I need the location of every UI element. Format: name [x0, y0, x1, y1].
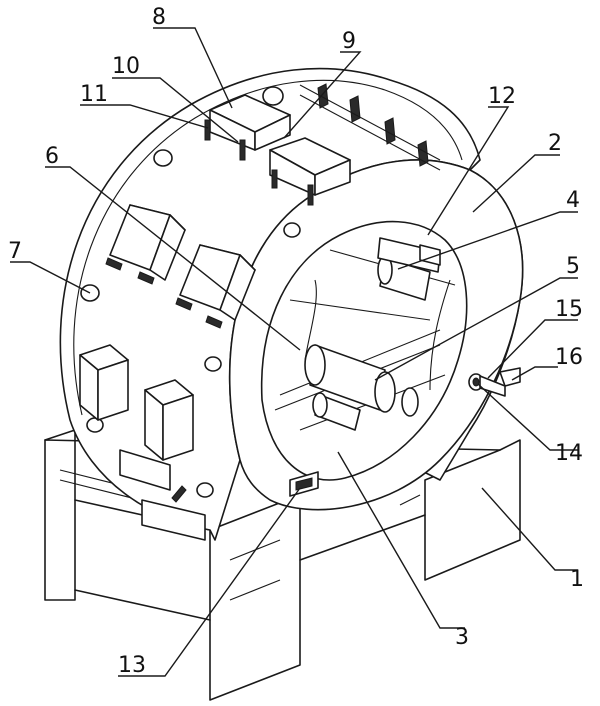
label-6: 6: [45, 144, 59, 169]
label-4: 4: [566, 188, 580, 213]
label-3: 3: [455, 625, 469, 650]
label-2: 2: [548, 131, 562, 156]
leader-lines: [10, 27, 578, 677]
reference-labels: 1 2 3 4 5 6 7 8 9 10 11 12 13 14 15 16: [8, 5, 584, 678]
label-8: 8: [152, 5, 166, 30]
front-ring: [228, 159, 524, 511]
label-10: 10: [112, 54, 140, 79]
label-16: 16: [555, 345, 583, 370]
label-7: 7: [8, 239, 22, 264]
drum-components: [79, 83, 441, 541]
label-11: 11: [80, 82, 108, 107]
label-5: 5: [566, 254, 580, 279]
side-pins: [468, 367, 521, 397]
label-13: 13: [118, 653, 146, 678]
label-1: 1: [570, 567, 584, 592]
inner-mechanism: [274, 237, 456, 497]
label-14: 14: [555, 441, 583, 466]
label-15: 15: [555, 297, 583, 322]
label-9: 9: [342, 29, 356, 54]
label-12: 12: [488, 84, 516, 109]
